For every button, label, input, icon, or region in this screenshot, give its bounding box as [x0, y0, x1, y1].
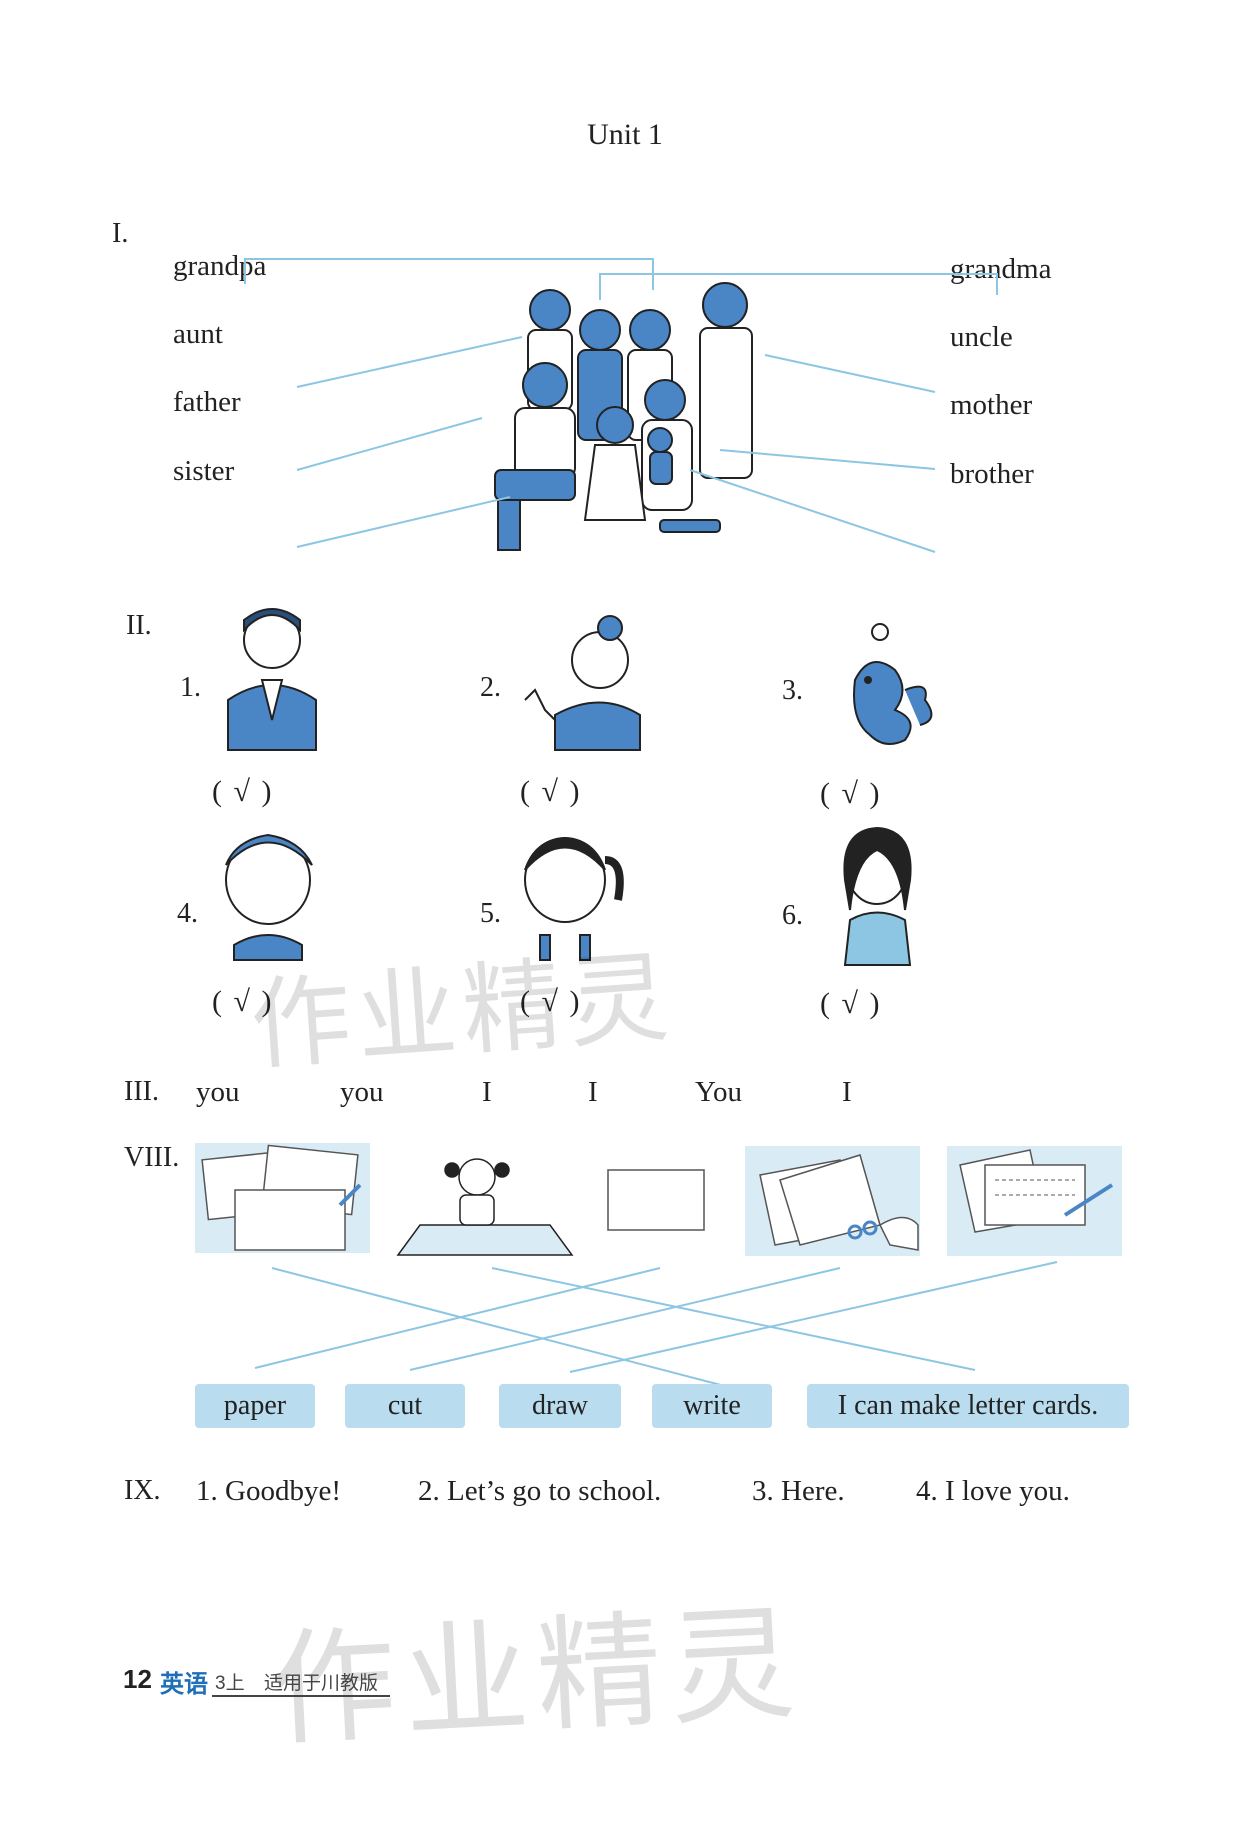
watermark-middle: 作业精灵	[247, 938, 679, 1085]
section-3-label: III.	[124, 1076, 159, 1107]
girl-at-desk-picture	[396, 1158, 574, 1256]
item-4-number: 4.	[177, 898, 198, 929]
pronoun-3: I	[482, 1076, 492, 1108]
watermark-bottom: 作业精灵	[267, 1591, 807, 1764]
word-grandma: grandma	[950, 253, 1052, 285]
item-2-answer: ( √ )	[520, 775, 582, 808]
word-sister: sister	[173, 455, 235, 487]
section-9-label: IX.	[124, 1475, 161, 1506]
item-3-number: 3.	[782, 675, 803, 706]
word-aunt: aunt	[173, 318, 223, 350]
pronoun-6: I	[842, 1076, 852, 1108]
item-1-number: 1.	[180, 672, 201, 703]
pill-letter-cards: I can make letter cards.	[807, 1384, 1129, 1428]
girl-ponytail-icon	[524, 836, 624, 961]
word-uncle: uncle	[950, 321, 1013, 353]
section-1-label: I.	[112, 218, 129, 249]
writing-cards-picture	[947, 1146, 1122, 1256]
pill-write: write	[652, 1384, 772, 1428]
dragon-icon	[853, 623, 933, 745]
phrase-2: 2. Let’s go to school.	[418, 1475, 662, 1507]
waving-girl-icon	[524, 615, 641, 751]
page-number: 12	[123, 1664, 152, 1694]
family-illustration	[494, 282, 753, 551]
section-2-label: II.	[126, 610, 152, 641]
subject-label: 英语	[160, 1671, 208, 1698]
pill-paper: paper	[195, 1384, 315, 1428]
pronoun-2: you	[340, 1076, 384, 1108]
section-1-match-lines	[244, 258, 998, 553]
man-in-suit-icon	[227, 608, 317, 751]
word-brother: brother	[950, 458, 1034, 490]
section-8-match-lines	[254, 1261, 1058, 1391]
word-mother: mother	[950, 389, 1033, 421]
grade-label: 3上	[215, 1673, 245, 1694]
item-6-number: 6.	[782, 900, 803, 931]
item-4-answer: ( √ )	[212, 985, 274, 1018]
footer-underline	[212, 1695, 390, 1697]
woman-icon	[843, 826, 912, 966]
phrase-3: 3. Here.	[752, 1475, 845, 1507]
pronoun-4: I	[588, 1076, 598, 1108]
item-6-answer: ( √ )	[820, 987, 882, 1020]
pill-cut: cut	[345, 1384, 465, 1428]
pill-draw: draw	[499, 1384, 621, 1428]
phrase-1: 1. Goodbye!	[196, 1475, 341, 1507]
word-father: father	[173, 386, 241, 418]
pronoun-1: you	[196, 1076, 240, 1108]
item-5-number: 5.	[480, 898, 501, 929]
letter-cards-picture	[195, 1143, 370, 1253]
section-8-label: VIII.	[124, 1142, 180, 1173]
boy-icon	[225, 833, 313, 961]
word-grandpa: grandpa	[173, 250, 267, 282]
pronoun-5: You	[695, 1076, 743, 1108]
page-title: Unit 1	[587, 118, 663, 151]
item-3-answer: ( √ )	[820, 777, 882, 810]
item-2-number: 2.	[480, 672, 501, 703]
item-1-answer: ( √ )	[212, 775, 274, 808]
empty-box	[607, 1169, 705, 1231]
cutting-paper-picture	[745, 1146, 920, 1256]
edition-label: 适用于川教版	[264, 1673, 379, 1694]
item-5-answer: ( √ )	[520, 985, 582, 1018]
phrase-4: 4. I love you.	[916, 1475, 1070, 1507]
